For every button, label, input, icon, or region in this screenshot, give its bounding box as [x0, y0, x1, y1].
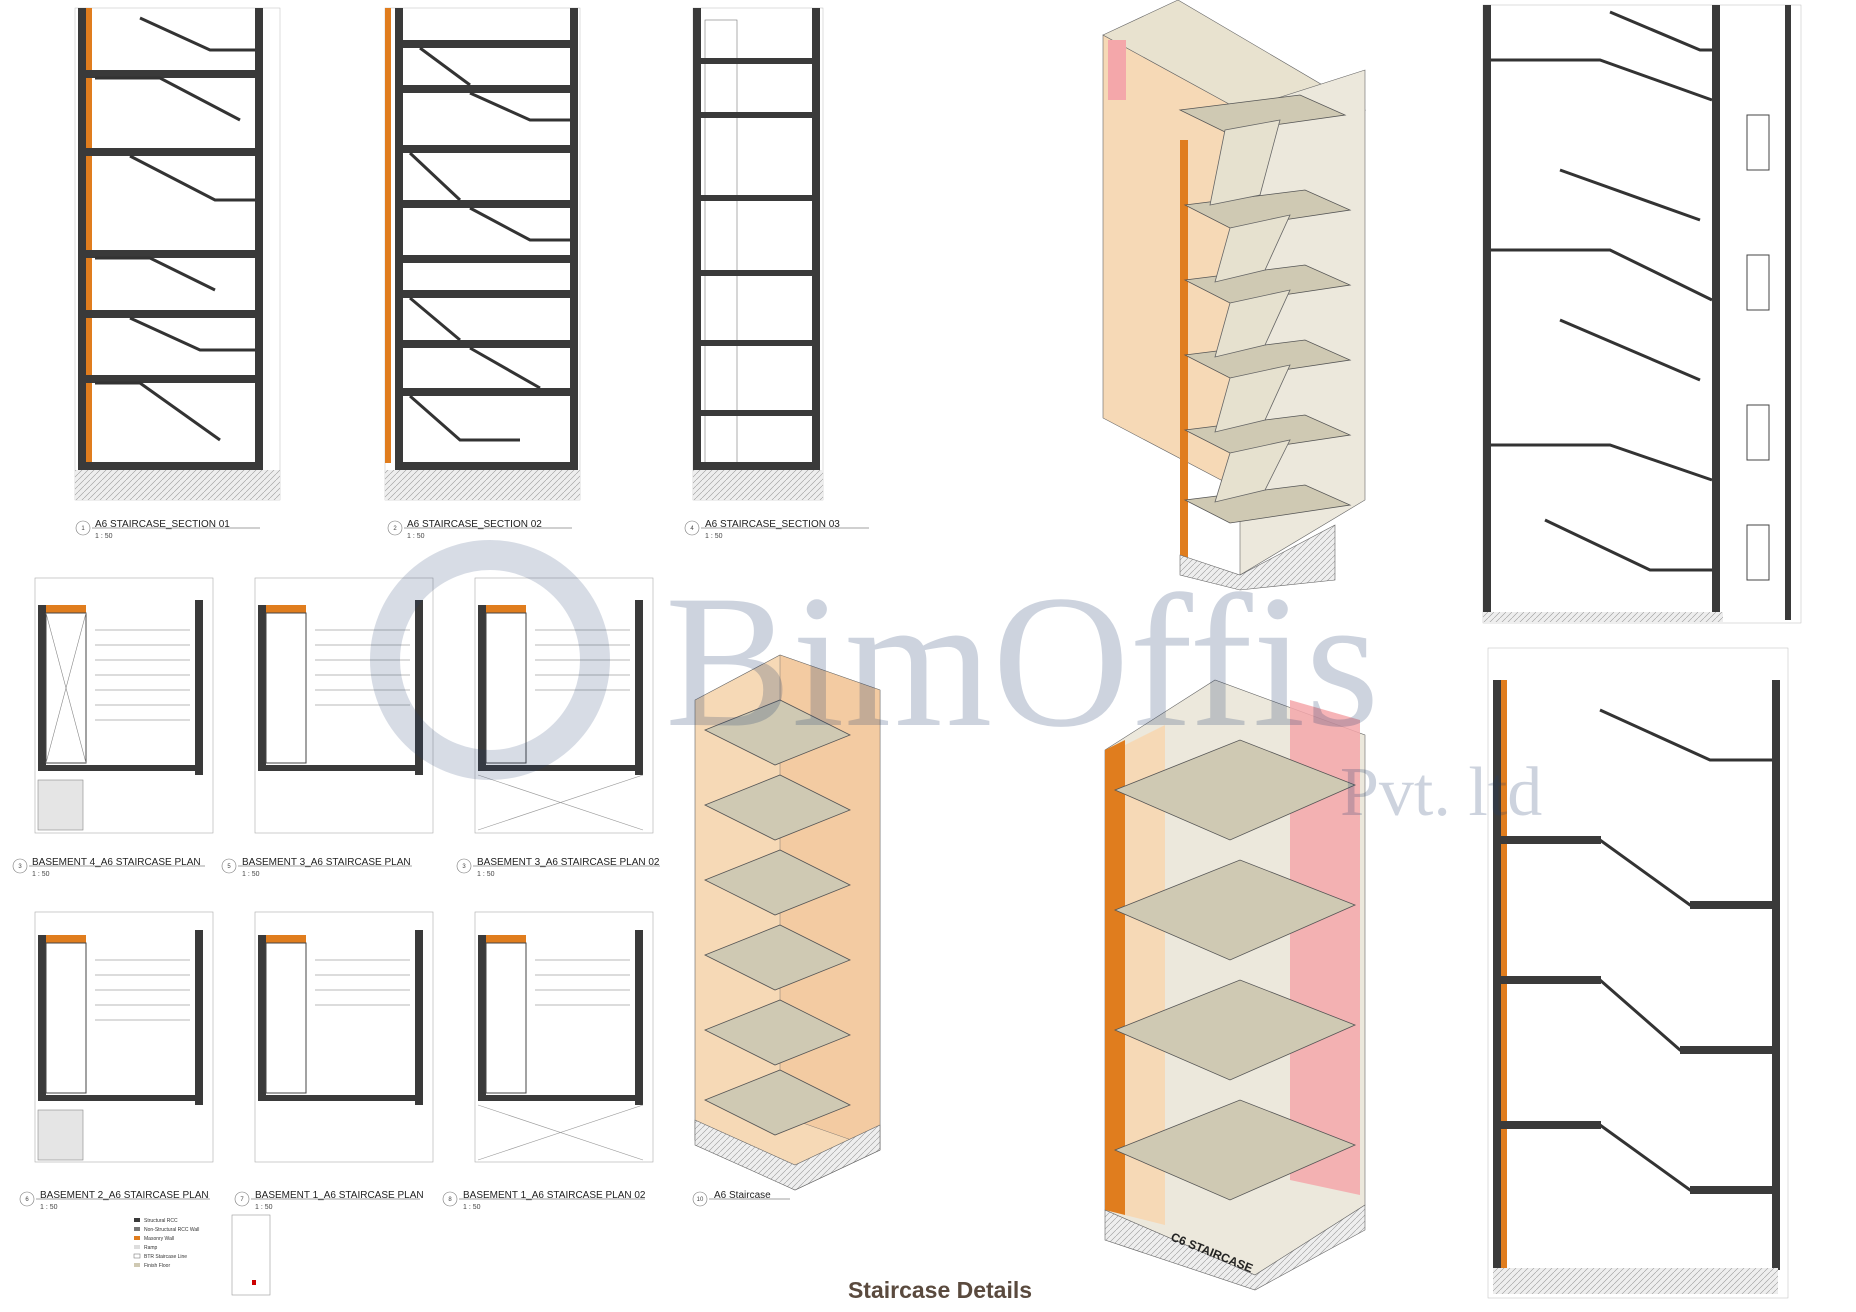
- view-scale: 1 : 50: [463, 1204, 481, 1211]
- view-title: BASEMENT 4_A6 STAIRCASE PLAN: [32, 857, 201, 868]
- view-title: A6 STAIRCASE_SECTION 02: [407, 519, 542, 530]
- watermark-suffix: Pvt. ltd: [1340, 754, 1542, 831]
- legend-swatch-btr: [133, 1253, 141, 1259]
- view-title-section-01: 1 A6 STAIRCASE_SECTION 01 1 : 50: [75, 519, 260, 540]
- plan-basement-4[interactable]: [34, 577, 214, 834]
- view-number: 8: [448, 1197, 452, 1203]
- legend-item: Structural RCC: [144, 1218, 178, 1224]
- section-right-bottom-slabs: [1501, 836, 1772, 1194]
- view-title: A6 STAIRCASE_SECTION 01: [95, 519, 230, 530]
- view-scale: 1 : 50: [40, 1204, 58, 1211]
- section-01-view[interactable]: [74, 7, 281, 501]
- view-number: 3: [462, 864, 466, 870]
- watermark-text: BimOffis: [665, 557, 1379, 767]
- isometric-top-view[interactable]: [1102, 0, 1367, 591]
- view-title: BASEMENT 1_A6 STAIRCASE PLAN 02: [463, 1190, 646, 1201]
- plan-basement-3-02[interactable]: [474, 577, 654, 834]
- isometric-top-landings: [1178, 94, 1352, 524]
- isometric-top-flights: [1209, 119, 1291, 503]
- c6-landings: [1113, 739, 1357, 1201]
- section-03-view[interactable]: [692, 7, 824, 501]
- view-number: 6: [25, 1197, 29, 1203]
- legend-item: BTR Staircase Line: [144, 1254, 187, 1260]
- isometric-a6-staircase[interactable]: [694, 654, 881, 1191]
- view-number: 7: [240, 1197, 244, 1203]
- section-02-flights: [408, 46, 570, 442]
- watermark: BimOffis Pvt. ltd: [370, 540, 1542, 831]
- view-title: BASEMENT 2_A6 STAIRCASE PLAN: [40, 1190, 209, 1201]
- legend-swatch-masonry: [134, 1236, 140, 1240]
- watermark-logo-icon: [370, 540, 610, 780]
- legend-item: Finish Floor: [144, 1263, 170, 1269]
- view-title: A6 Staircase: [714, 1190, 771, 1201]
- legend-item: Masonry Wall: [144, 1236, 174, 1242]
- view-title-section-02: 2 A6 STAIRCASE_SECTION 02 1 : 50: [387, 519, 572, 540]
- view-title: BASEMENT 3_A6 STAIRCASE PLAN: [242, 857, 411, 868]
- section-03-floors: [693, 58, 820, 470]
- view-title-section-03: 4 A6 STAIRCASE_SECTION 03 1 : 50: [684, 519, 869, 540]
- view-title-basement-1: 7 BASEMENT 1_A6 STAIRCASE PLAN 1 : 50: [234, 1190, 424, 1211]
- view-title-basement-1-02: 8 BASEMENT 1_A6 STAIRCASE PLAN 02 1 : 50: [442, 1190, 646, 1211]
- view-scale: 1 : 50: [242, 871, 260, 878]
- legend-swatch-finish-floor: [134, 1263, 140, 1267]
- legend-swatch-non-structural: [134, 1227, 140, 1231]
- section-02-view[interactable]: [384, 7, 581, 501]
- view-title: BASEMENT 1_A6 STAIRCASE PLAN: [255, 1190, 424, 1201]
- section-01-floors: [78, 70, 263, 470]
- key-plan-thumbnail: [231, 1214, 271, 1296]
- view-title: A6 STAIRCASE_SECTION 03: [705, 519, 840, 530]
- view-number: 3: [18, 864, 22, 870]
- view-title-a6-staircase: 10 A6 Staircase: [692, 1190, 790, 1207]
- plan-basement-1-02[interactable]: [474, 911, 654, 1163]
- plan-basement-3-treads: [315, 629, 410, 706]
- view-scale: 1 : 50: [255, 1204, 273, 1211]
- legend: Structural RCC Non-Structural RCC Wall M…: [133, 1214, 271, 1296]
- isometric-c6-staircase[interactable]: C6 STAIRCASE: [1104, 679, 1366, 1291]
- view-scale: 1 : 50: [32, 871, 50, 878]
- view-number: 1: [81, 526, 85, 532]
- legend-swatch-structural-rcc: [134, 1218, 140, 1222]
- view-number: 2: [393, 526, 397, 532]
- view-scale: 1 : 50: [705, 533, 723, 540]
- legend-item: Ramp: [144, 1245, 158, 1251]
- view-title-basement-3-02: 3 BASEMENT 3_A6 STAIRCASE PLAN 02 1 : 50: [456, 857, 660, 878]
- section-right-top-flights: [1491, 10, 1713, 572]
- view-number: 4: [690, 526, 694, 532]
- page-title: Staircase Details: [848, 1277, 1032, 1303]
- a6-landings: [704, 699, 851, 1136]
- view-scale: 1 : 50: [407, 533, 425, 540]
- legend-swatch-ramp: [134, 1245, 140, 1249]
- door-openings: [1746, 114, 1770, 581]
- view-title-basement-2: 6 BASEMENT 2_A6 STAIRCASE PLAN 1 : 50: [19, 1190, 210, 1211]
- plan-basement-1[interactable]: [254, 911, 434, 1163]
- plan-basement-2-treads: [95, 959, 190, 1021]
- plan-basement-2[interactable]: [34, 911, 214, 1163]
- section-right-top-view[interactable]: [1482, 4, 1802, 624]
- plan-basement-3[interactable]: [254, 577, 434, 834]
- view-title: BASEMENT 3_A6 STAIRCASE PLAN 02: [477, 857, 660, 868]
- plan-basement-1-02-treads: [535, 959, 630, 1006]
- plan-basement-3-02-treads: [535, 629, 630, 691]
- view-title-basement-4: 3 BASEMENT 4_A6 STAIRCASE PLAN 1 : 50: [12, 857, 205, 878]
- plan-basement-1-treads: [315, 959, 410, 1006]
- section-02-floors: [395, 40, 578, 470]
- view-number: 10: [697, 1197, 704, 1203]
- view-scale: 1 : 50: [95, 533, 113, 540]
- legend-item: Non-Structural RCC Wall: [144, 1227, 199, 1233]
- section-01-flights: [95, 16, 255, 442]
- view-number: 5: [227, 864, 231, 870]
- plan-basement-4-treads: [95, 629, 190, 721]
- section-right-bottom-view[interactable]: [1487, 647, 1789, 1299]
- view-scale: 1 : 50: [477, 871, 495, 878]
- view-title-basement-3: 5 BASEMENT 3_A6 STAIRCASE PLAN 1 : 50: [221, 857, 412, 878]
